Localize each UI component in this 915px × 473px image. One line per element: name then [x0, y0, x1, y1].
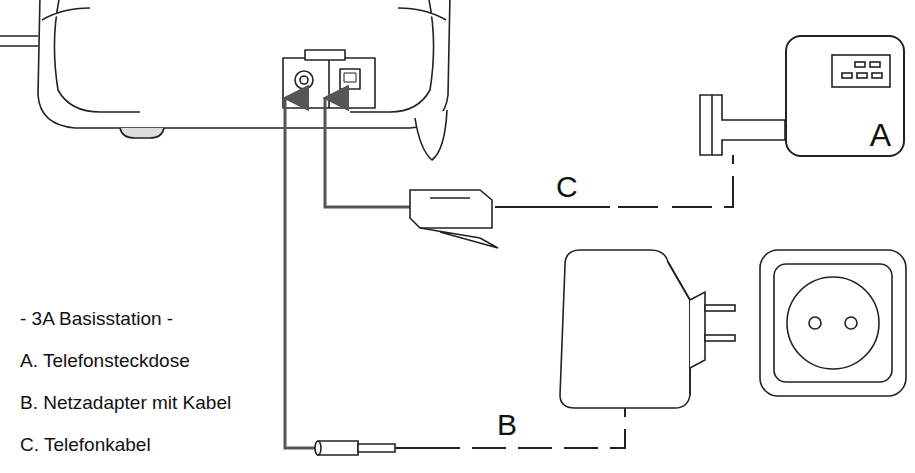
power-adapter	[315, 250, 735, 455]
legend-item: C. Telefonkabel	[20, 435, 151, 456]
socket-letter: A	[870, 118, 891, 153]
phone-plug	[410, 155, 733, 248]
socket-box: A	[785, 35, 905, 157]
cable-letter: C	[556, 170, 578, 203]
cable-letter: B	[497, 408, 517, 441]
legend-heading: - 3A Basisstation -	[20, 309, 173, 330]
base-station	[0, 0, 450, 160]
legend-item: A. Telefonsteckdose	[20, 351, 190, 372]
phone-socket	[700, 55, 890, 155]
legend-item: B. Netzadapter mit Kabel	[20, 393, 231, 414]
power-socket	[760, 250, 906, 396]
cable-path	[285, 98, 410, 448]
